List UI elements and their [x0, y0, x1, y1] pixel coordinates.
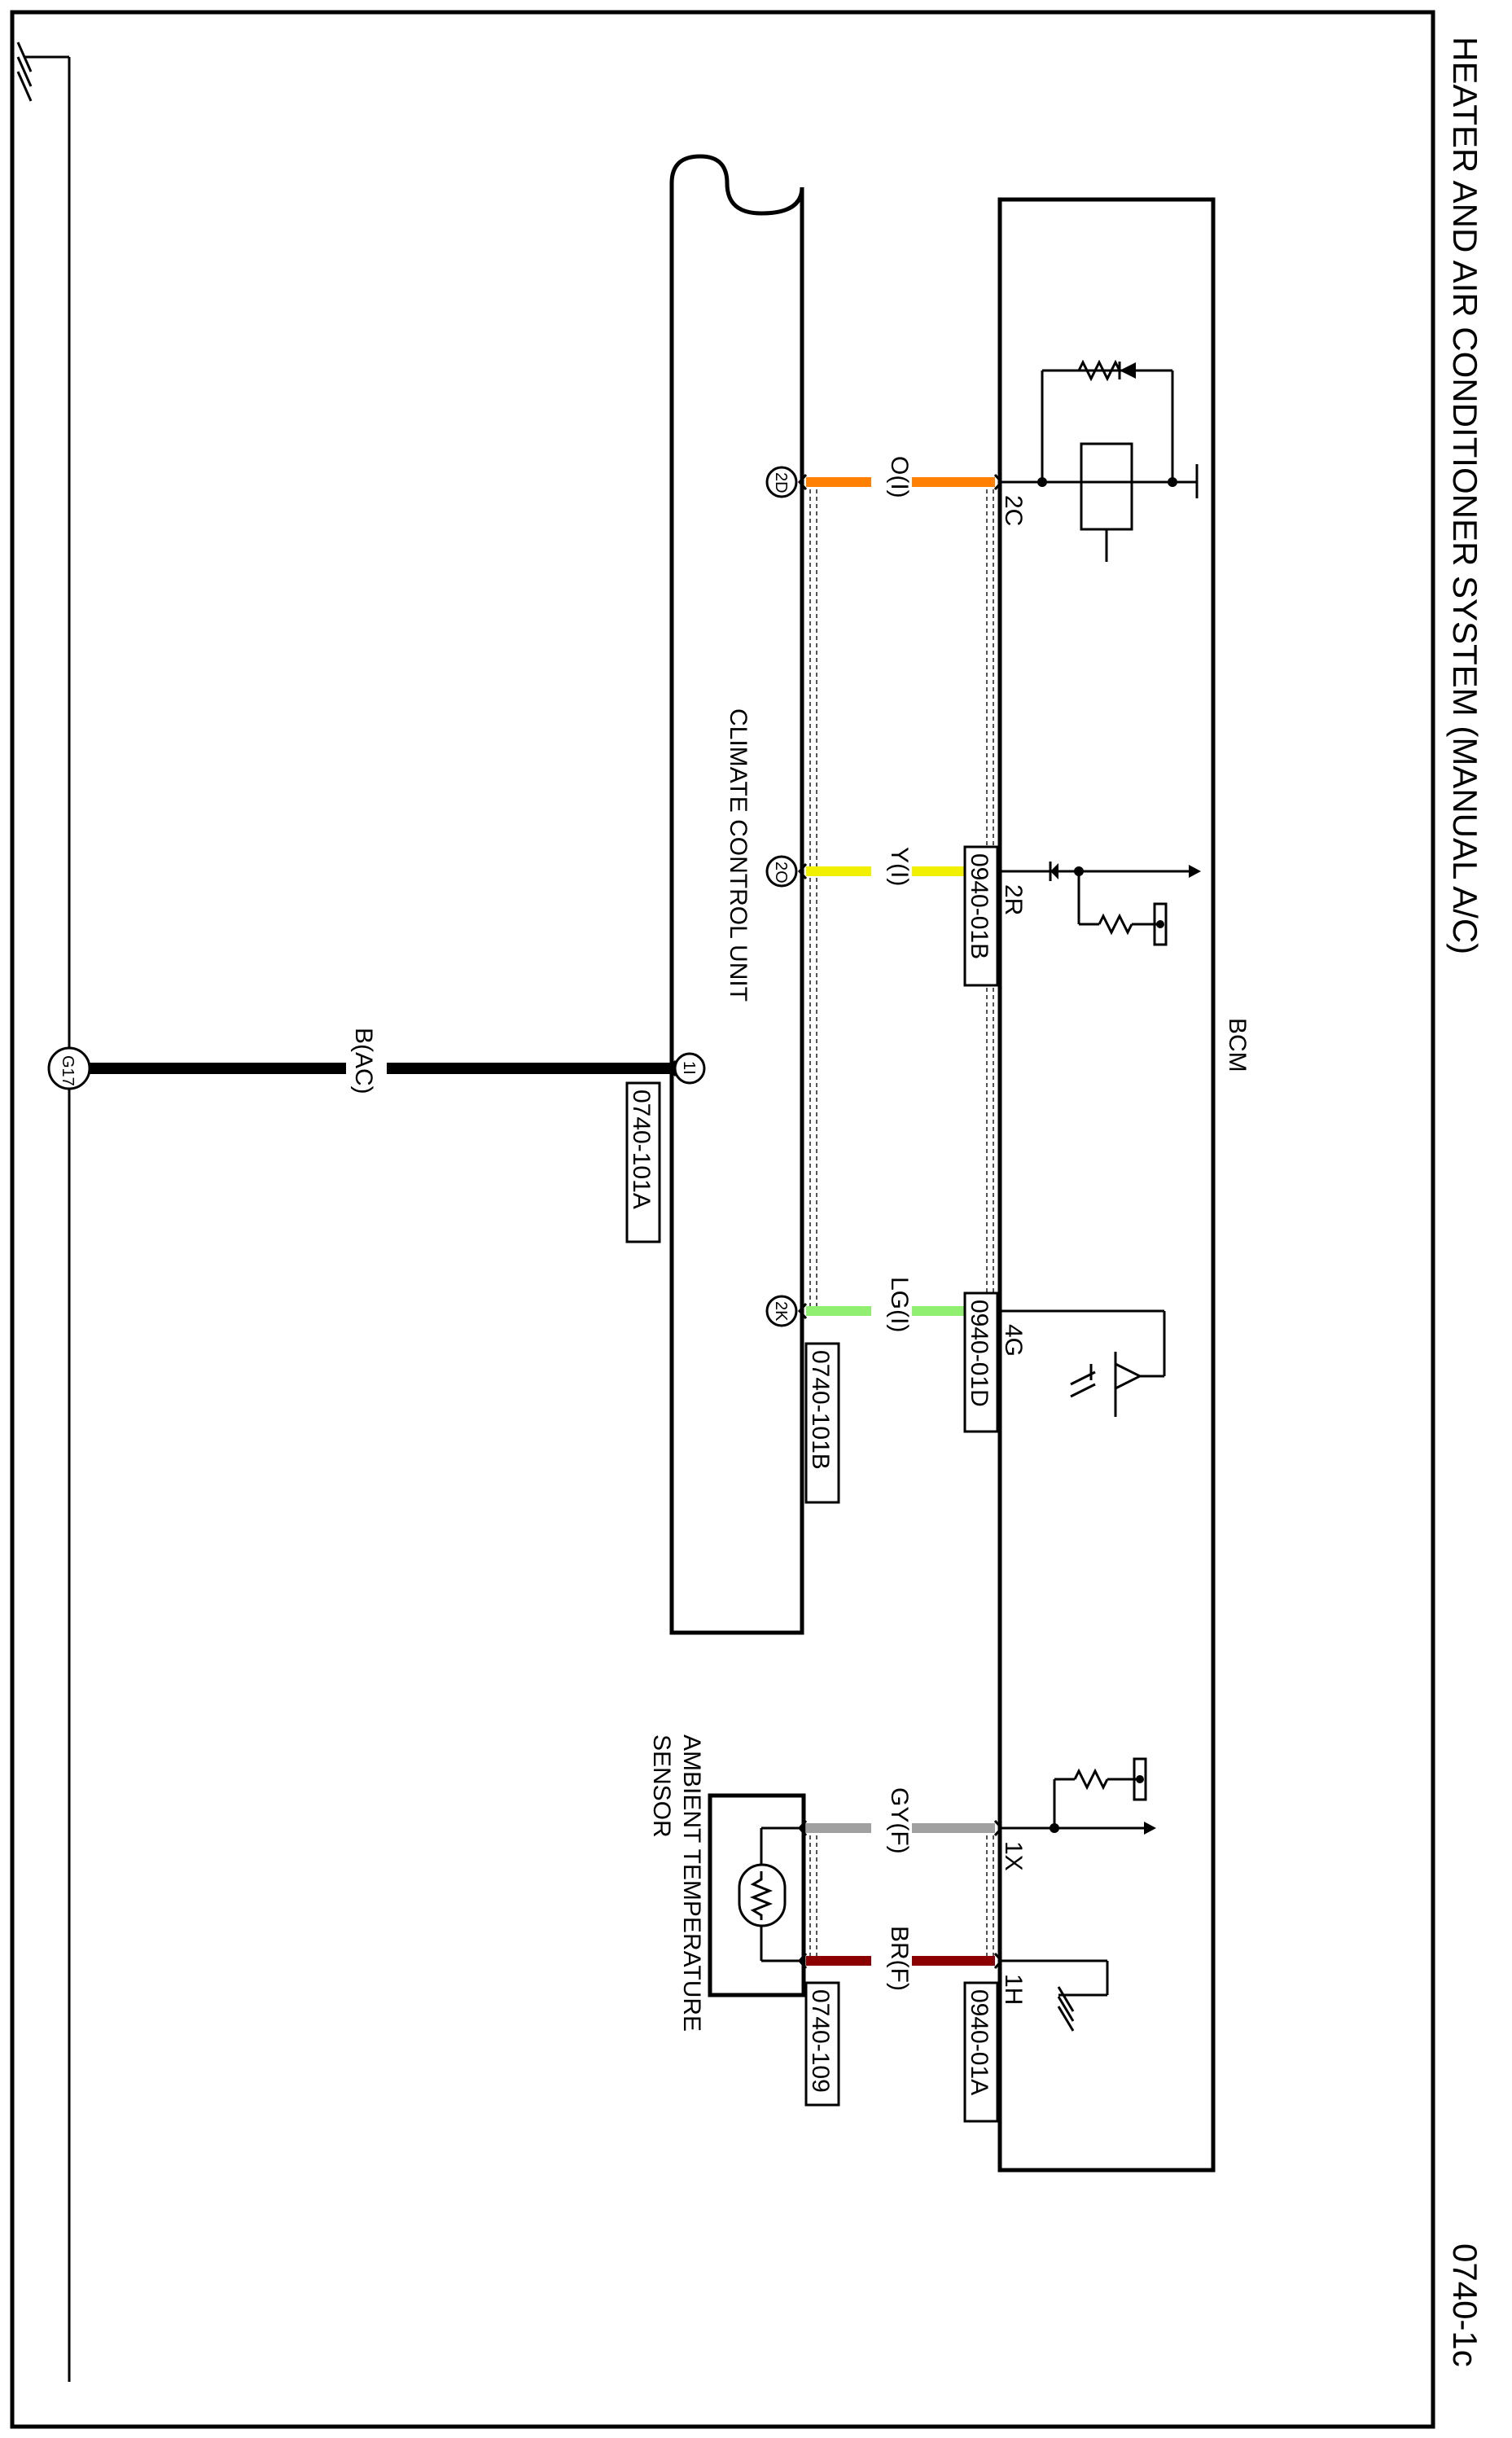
bcm-pin-1x: 1X [1000, 1841, 1027, 1871]
page-code: 0740-1c [1446, 2243, 1484, 2367]
svg-text:0940-01D: 0940-01D [966, 1300, 993, 1407]
bcm-relay-circuit [1000, 359, 1199, 562]
svg-text:0740-101A: 0740-101A [628, 1090, 655, 1209]
ccu-pin-2o: 2O [765, 855, 798, 888]
bcm-pin-2c: 2C [1000, 495, 1027, 526]
wire-label-lg: LG(I) [886, 1277, 913, 1332]
svg-text:2D: 2D [772, 472, 790, 493]
wire-label-b: B(AC) [350, 1028, 377, 1094]
sensor-label-line1: AMBIENT TEMPERATURE [678, 1734, 705, 2032]
page-title: HEATER AND AIR CONDITIONER SYSTEM (MANUA… [1446, 37, 1484, 954]
connector-0740-101a: 0740-101A [625, 1081, 661, 1243]
sensor-label-line2: SENSOR [648, 1734, 675, 1838]
svg-text:0740-109: 0740-109 [807, 1989, 834, 2093]
svg-text:0740-101B: 0740-101B [807, 1350, 834, 1470]
bcm-2r-circuit [1000, 862, 1201, 946]
connector-0940-01b: 0940-01B [963, 845, 999, 987]
wire-gy-terminal-1 [797, 1820, 808, 1836]
bcm-pin-2r: 2R [1000, 884, 1027, 915]
wire-y-terminal-1 [797, 863, 808, 879]
wire-label-gy: GY(F) [886, 1787, 913, 1854]
bcm-pin-4g: 4G [1000, 1324, 1027, 1357]
bcm-box [997, 197, 1216, 2173]
svg-text:0940-01B: 0940-01B [966, 853, 993, 959]
svg-text:2O: 2O [772, 862, 790, 884]
ground-label: G17 [59, 1055, 77, 1086]
svg-text:0940-01A: 0940-01A [966, 1989, 993, 2095]
connector-0740-109: 0740-109 [804, 1981, 840, 2107]
bcm-4g-circuit [1000, 1309, 1166, 1417]
bcm-1x-circuit [1000, 1757, 1156, 1835]
svg-text:2K: 2K [772, 1301, 790, 1322]
bcm-pin-1h: 1H [1000, 1974, 1027, 2005]
ccu-label: CLIMATE CONTROL UNIT [725, 708, 752, 1002]
connector-0740-101b: 0740-101B [804, 1342, 840, 1504]
bcm-label: BCM [1224, 1018, 1251, 1072]
ambient-temperature-sensor [708, 1793, 806, 1997]
connector-0940-01a: 0940-01A [963, 1981, 999, 2123]
connector-0940-01d: 0940-01D [963, 1291, 999, 1433]
ccu-pin-2k: 2K [765, 1295, 798, 1327]
wire-label-o: O(I) [886, 456, 913, 498]
svg-text:1I: 1I [680, 1061, 698, 1075]
wire-o-terminal-1 [797, 474, 808, 490]
wire-shielding [809, 482, 994, 1961]
bcm-1h-ground-circuit [1000, 1959, 1109, 2032]
wire-label-br: BR(F) [886, 1926, 913, 1991]
ground-bus [16, 42, 71, 2382]
climate-control-unit [669, 154, 804, 1635]
wire-br-terminal-1 [797, 1953, 808, 1969]
wire-lg-terminal-1 [797, 1303, 808, 1319]
ccu-pin-1i: 1I [673, 1052, 706, 1085]
wire-b-terminal-1 [667, 1060, 677, 1076]
ccu-pin-2d: 2D [765, 466, 798, 498]
page-frame [10, 10, 1435, 2429]
ground-point-g17: G17 [47, 1046, 91, 1090]
wire-label-y: Y(I) [886, 847, 913, 886]
